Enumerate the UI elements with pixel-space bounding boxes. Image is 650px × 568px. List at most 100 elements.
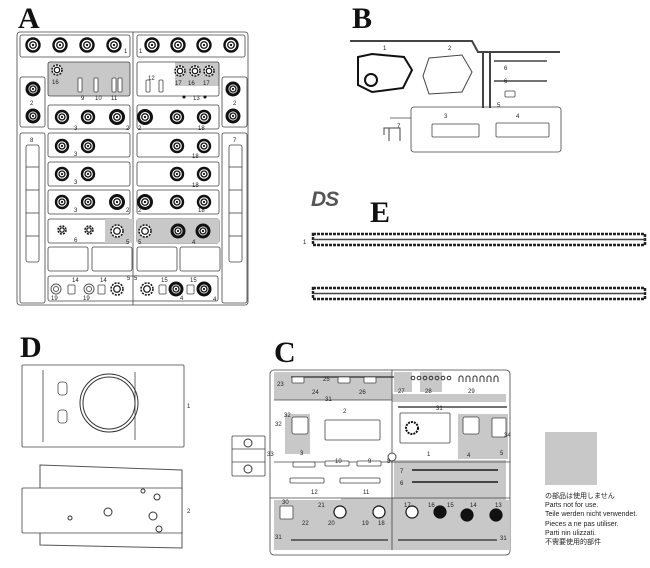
part-number-label: 6 — [74, 238, 78, 244]
wheel-center — [174, 287, 178, 291]
part-number-label: 3 — [74, 208, 78, 214]
hook-icon — [465, 375, 471, 382]
hull-hole — [148, 511, 158, 521]
sprocket-hub — [191, 67, 199, 75]
part-number-label: 15 — [161, 278, 168, 284]
part-11 — [339, 477, 381, 484]
small-part-icon — [117, 77, 123, 93]
part-number-label: 16 — [428, 503, 435, 509]
sprocket-hub — [176, 67, 184, 75]
part-number-label: 5 — [138, 240, 142, 246]
part-number-label: 18 — [378, 521, 385, 527]
wheel-hub — [58, 170, 66, 178]
part-number-label: 7 — [400, 469, 404, 475]
sprocket-icon — [57, 225, 67, 235]
sprocket-icon — [110, 282, 124, 296]
part-number-label: 26 — [359, 390, 366, 396]
part-number-label: 1 — [383, 46, 387, 52]
wheel-hub — [200, 285, 208, 293]
hull-hole — [67, 515, 73, 521]
idler-ring-icon — [86, 286, 92, 292]
wheel-center — [143, 200, 147, 204]
wheel-center — [115, 200, 119, 204]
section-b-heading: B — [352, 2, 373, 35]
sprue-frame — [136, 61, 220, 97]
wheel-center — [31, 114, 35, 118]
part-number-label: 3 — [300, 451, 304, 457]
sprue-a-frame — [16, 31, 249, 306]
part-number-label: 12 — [148, 76, 155, 82]
part-number-label: 4 — [192, 240, 196, 246]
wheel-center — [86, 144, 90, 148]
wheel-center — [231, 114, 235, 118]
part-number-label: 24 — [312, 390, 319, 396]
part-number-label: 2 — [448, 46, 452, 52]
wheel-center — [86, 200, 90, 204]
wheel-hub — [56, 41, 64, 49]
bolt-icon — [410, 375, 416, 381]
sprue-frame — [136, 34, 246, 58]
sprue-frame — [179, 246, 221, 272]
part-number-label: 6 — [400, 481, 404, 487]
part-number-label: 18 — [192, 154, 199, 160]
part-number-label: 12 — [311, 490, 318, 496]
part-number-label: 2 — [233, 101, 237, 107]
small-part-icon — [333, 505, 347, 519]
sprocket-icon — [110, 224, 124, 238]
wheel-center — [143, 115, 147, 119]
wheel-hub — [58, 142, 66, 150]
part-8 — [356, 460, 382, 467]
part-number-label: 6 — [504, 79, 508, 85]
hatch-icon — [57, 381, 68, 396]
wheel-center — [176, 43, 180, 47]
bracket-part — [383, 127, 401, 141]
sprue-frame — [47, 246, 89, 272]
section-d-heading: D — [20, 331, 42, 364]
part-number-label: 18 — [198, 208, 205, 214]
hook-icon — [472, 375, 478, 382]
sprocket-hub — [143, 285, 151, 293]
part-number-label: 19 — [362, 521, 369, 527]
wheel-hub — [173, 170, 181, 178]
part-number-label: 5 — [497, 103, 501, 109]
part-number-label: 4 — [180, 296, 184, 302]
small-part-icon — [337, 376, 351, 384]
wheel-center — [31, 43, 35, 47]
sprocket-icon — [138, 224, 152, 238]
small-part-icon — [460, 508, 474, 522]
part-number-label: 9 — [368, 459, 372, 465]
wheel-hub — [141, 113, 149, 121]
wheel-center — [175, 115, 179, 119]
part-number-label: 18 — [198, 126, 205, 132]
part-number-label: 31 — [275, 535, 282, 541]
wheel-center — [60, 172, 64, 176]
runner-junction — [387, 452, 397, 462]
sprocket-icon — [140, 282, 154, 296]
part-number-label: 4 — [516, 114, 520, 120]
wheel-hub — [200, 142, 208, 150]
small-part-icon — [67, 284, 76, 295]
part-number-label: 8 — [387, 459, 391, 465]
sprocket-icon — [51, 64, 63, 76]
barrel-part — [431, 123, 480, 138]
wheel-center — [175, 144, 179, 148]
wheel-hub — [113, 198, 121, 206]
part-4 — [462, 416, 480, 435]
part-9 — [324, 460, 350, 467]
part-number-label: 13 — [495, 503, 502, 509]
hull-hole — [140, 488, 146, 494]
wheel-center — [60, 115, 64, 119]
wheel-hub — [29, 112, 37, 120]
part-12 — [289, 477, 325, 484]
part-number-label: 15 — [190, 278, 197, 284]
sprocket-icon — [84, 225, 94, 235]
small-part-icon — [77, 77, 83, 93]
sprocket-hub — [113, 285, 121, 293]
legend-line-ja: の部品は使用しません — [545, 493, 615, 500]
wheel-center — [85, 43, 89, 47]
hull-hole — [155, 525, 163, 533]
wheel-center — [86, 172, 90, 176]
sprue-b-subframe — [410, 106, 562, 153]
wheel-hub — [84, 142, 92, 150]
